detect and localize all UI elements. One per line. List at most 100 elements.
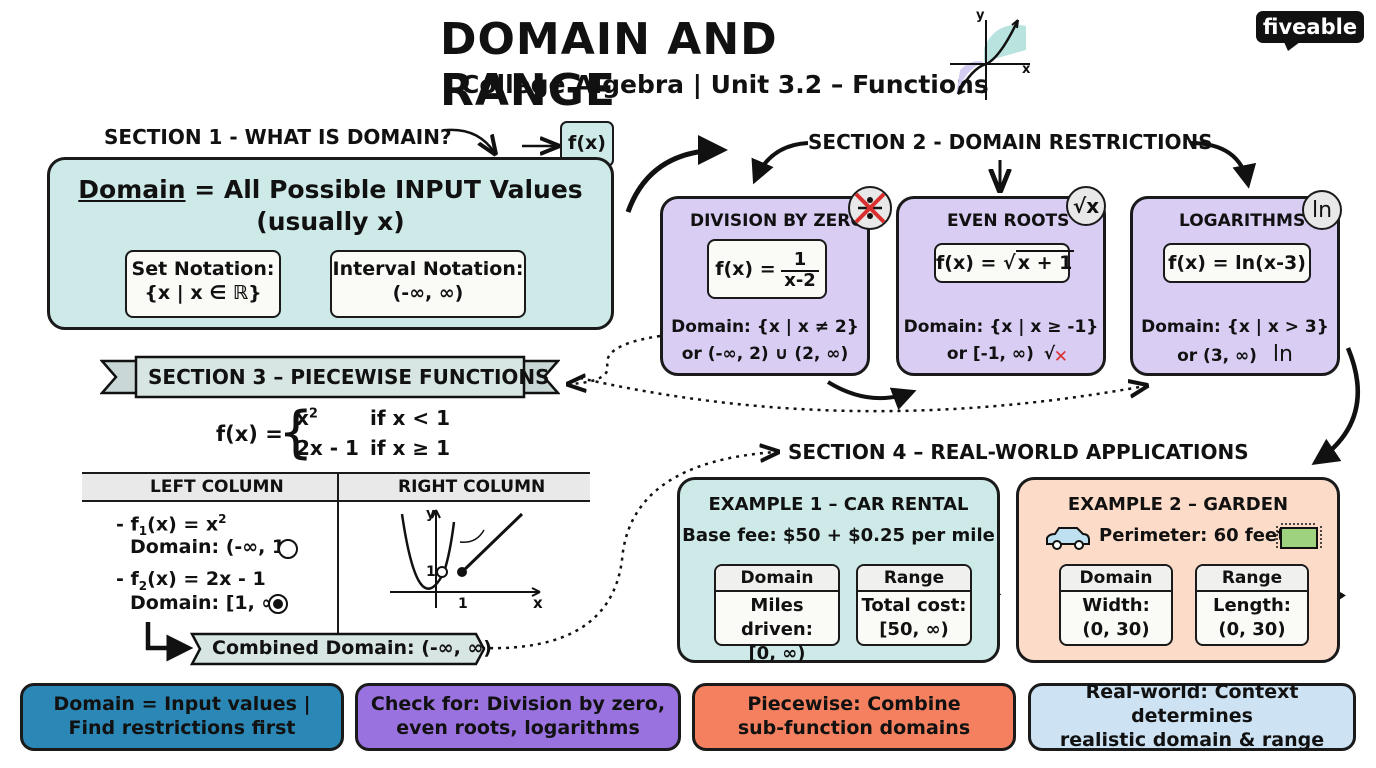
card2-sqrt-mark: √ [1043,344,1056,364]
combined-domain: Combined Domain: (-∞, ∞) [212,637,492,659]
graph-tick-x1: 1 [458,596,468,612]
example1-desc: Base fee: $50 + $0.25 per mile [682,525,995,546]
red-cross-icon [854,192,886,224]
example2-domain-line1: Width: [1082,595,1150,616]
example-car-rental: EXAMPLE 1 – CAR RENTAL Base fee: $50 + $… [677,477,1000,664]
header-graph-y-label: y [976,8,985,23]
interval-notation-label: Interval Notation: [332,258,524,280]
piecewise-graph [390,509,541,608]
example2-domain-line2: (0, 30) [1082,619,1150,640]
example2-range-head: Range [1197,566,1307,592]
f1-mid: (x) = x [147,513,219,536]
domain-term: Domain [78,175,186,204]
header-graph-x-label: x [1022,62,1031,77]
summary-4-line1: Real-world: Context determines [1085,681,1299,728]
section1-card: Domain = All Possible INPUT Values (usua… [47,157,614,330]
example1-domain-head: Domain [716,566,838,592]
card2-radicand: x + 1 [1015,250,1075,274]
f1-definition: - f1(x) = x2 [116,512,227,538]
piecewise-case1: x2 if x < 1 [296,406,450,430]
example2-desc: Perimeter: 60 feet [1099,525,1286,546]
brand-logo: fiveable [1256,11,1364,43]
card1-denominator: x-2 [784,269,816,291]
f2-definition: - f2(x) = 2x - 1 [116,568,266,593]
card3-domain: Domain: {x | x > 3} or (3, ∞) ln [1133,314,1337,370]
car-icon [1046,527,1090,550]
brand-prefix: five [1262,15,1307,39]
example1-domain-box: Domain Miles driven: [0, ∞) [714,564,840,664]
card1-title: DIVISION BY ZERO [690,211,865,231]
card2-domain-line1: Domain: {x | x ≥ -1} [903,317,1099,337]
card1-domain-line2: or (-∞, 2) ∪ (2, ∞) [681,344,849,364]
f2-pre: - f [116,568,139,590]
table-header-row [82,474,590,502]
card-even-roots: EVEN ROOTS f(x) = √x + 1 Domain: {x | x … [896,196,1106,376]
summary-box-3: Piecewise: Combine sub-function domains [692,683,1016,751]
summary-3-line2: sub-function domains [737,717,971,739]
card3-function-box: f(x) = ln(x-3) [1163,243,1311,283]
section3-title: SECTION 3 – PIECEWISE FUNCTIONS [148,365,550,389]
piecewise-lhs: f(x) = [216,422,283,446]
example1-domain-line1: Miles driven: [741,595,813,640]
example2-domain-head: Domain [1061,566,1171,592]
case1-cond: if x < 1 [370,406,451,430]
left-column-header: LEFT COLUMN [150,477,284,497]
closed-circle-icon [268,594,288,614]
card2-sqrt-cross-icon: √✕ [1043,344,1069,367]
example1-domain-values: Miles driven: [0, ∞) [716,594,838,666]
section2-title: SECTION 2 - DOMAIN RESTRICTIONS [808,130,1213,154]
example1-range-line2: [50, ∞) [879,619,949,640]
table-top-rule [82,472,590,475]
card3-domain-line1: Domain: {x | x > 3} [1141,317,1329,337]
case1-sup: 2 [308,406,318,422]
card-division-by-zero: DIVISION BY ZERO f(x) = 1 x-2 Domain: {x… [660,196,870,376]
example-garden: EXAMPLE 2 – GARDEN Perimeter: 60 feet Do… [1016,477,1340,663]
domain-definition-text: = All Possible INPUT Values [194,175,583,204]
example1-title: EXAMPLE 1 – CAR RENTAL [708,494,969,515]
dotted-s3-card3 [579,376,1145,413]
card1-domain: Domain: {x | x ≠ 2} or (-∞, 2) ∪ (2, ∞) [663,314,867,368]
case1-expr: x [296,406,309,430]
ln-icon: ln [1302,190,1342,230]
interval-notation-box: Interval Notation: (-∞, ∞) [330,250,526,318]
card3-domain-line2: or (3, ∞) [1177,346,1257,366]
set-notation-value: {x | x ∈ ℝ} [144,282,262,304]
section3-banner [100,355,560,399]
graph-tick-y1: 1 [426,564,436,580]
page-title: DOMAIN AND RANGE [440,14,778,116]
garden-plot-icon [1276,523,1322,550]
example2-range-line2: (0, 30) [1218,619,1286,640]
arrow-card1-card2 [826,380,917,411]
card3-title: LOGARITHMS [1179,211,1306,231]
right-column-header: RIGHT COLUMN [398,477,546,497]
summary-box-4: Real-world: Context determines realistic… [1028,681,1356,751]
domain-definition-line2: (usually x) [256,207,405,236]
section1-title: SECTION 1 - WHAT IS DOMAIN? [104,125,452,149]
case2-cond: if x ≥ 1 [370,436,451,460]
summary-1-line2: Find restrictions first [68,717,296,739]
f2-domain: Domain: [1, ∞) [130,592,286,614]
piecewise-brace: { [278,400,314,465]
case2-expr: 2x - 1 [296,436,359,460]
example1-range-line1: Total cost: [861,595,967,616]
f1-domain: Domain: (-∞, 1) [130,536,294,558]
example1-domain-line2: [0, ∞) [748,643,806,664]
summary-2-line1: Check for: Division by zero, [370,693,666,716]
card-logarithms: LOGARITHMS f(x) = ln(x-3) Domain: {x | x… [1130,196,1340,376]
example2-range-line1: Length: [1213,595,1291,616]
card2-domain-line2: or [-1, ∞) [946,344,1034,364]
open-circle-icon [278,539,298,559]
set-notation-box: Set Notation: {x | x ∈ ℝ} [125,250,281,318]
card3-ln-mark: ln [1272,342,1293,367]
header-graph-icon [950,19,1030,100]
card1-fraction: 1 x-2 [781,250,819,291]
example2-range-box: Range Length: (0, 30) [1195,564,1309,646]
table-divider [337,472,340,662]
card2-title: EVEN ROOTS [947,211,1070,231]
example2-domain-box: Domain Width: (0, 30) [1059,564,1173,646]
f2-mid: (x) = 2x - 1 [147,568,266,590]
section4-title: SECTION 4 – REAL-WORLD APPLICATIONS [788,440,1249,464]
card1-function-box: f(x) = 1 x-2 [707,239,827,299]
arrow-into-combined [145,622,194,662]
f1-sup: 2 [218,512,227,526]
